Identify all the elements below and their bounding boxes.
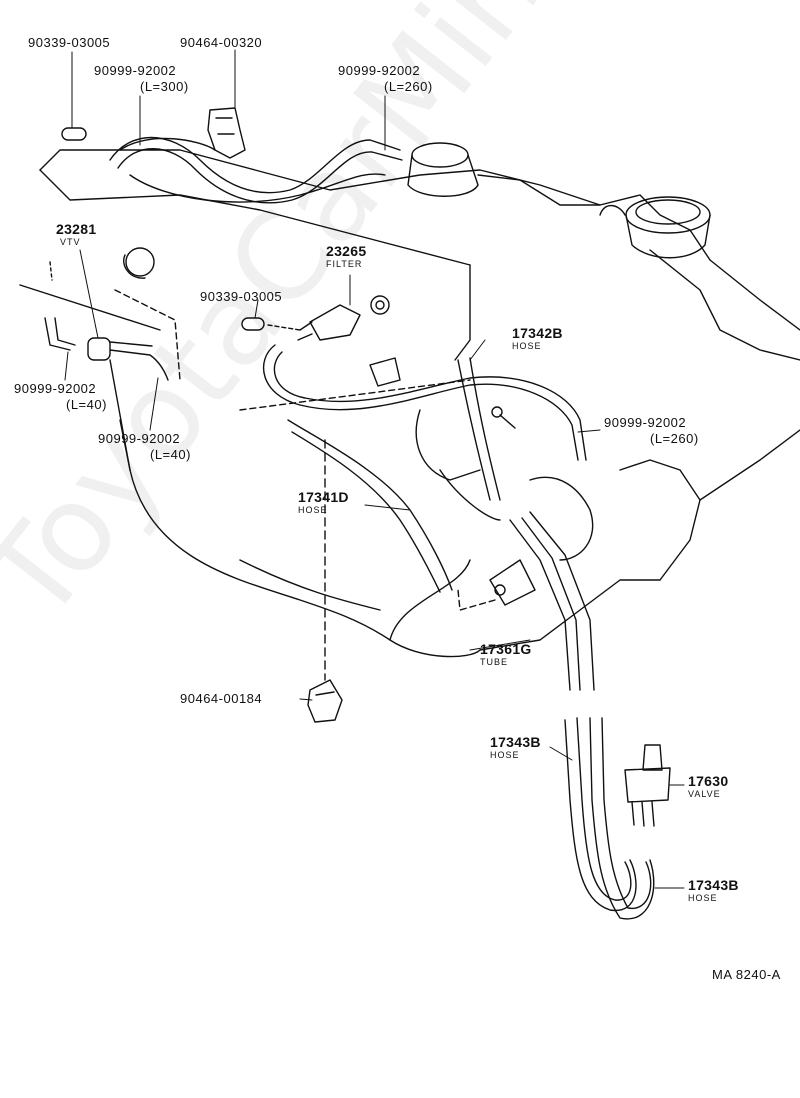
label-90999-92002-l300: 90999-92002 xyxy=(94,63,177,78)
label-17343b-lower-hose: HOSE xyxy=(688,893,718,903)
valve-17630 xyxy=(624,744,671,827)
label-vtv: VTV xyxy=(60,237,81,247)
filter-23265 xyxy=(241,295,401,387)
label-90464-00320: 90464-00320 xyxy=(180,35,263,50)
vtv-assembly xyxy=(19,247,181,381)
label-17630: 17630 xyxy=(688,773,729,789)
label-17343b-lower: 17343B xyxy=(688,877,739,893)
hose-17343b xyxy=(564,717,655,920)
vacuum-canister xyxy=(407,142,601,206)
label-17630-valve: VALVE xyxy=(688,789,721,799)
label-length-l260-top: (L=260) xyxy=(384,79,433,94)
label-length-l40-a: (L=40) xyxy=(66,397,107,412)
label-length-l300: (L=300) xyxy=(140,79,189,94)
label-17343b-upper-hose: HOSE xyxy=(490,750,520,760)
label-17342b-hose: HOSE xyxy=(512,341,542,351)
label-17341d: 17341D xyxy=(298,489,349,505)
label-90999-92002-l260-top: 90999-92002 xyxy=(338,63,421,78)
filler-cap xyxy=(599,196,711,259)
upper-hoses xyxy=(61,107,403,204)
label-23265: 23265 xyxy=(326,243,367,259)
label-filter: FILTER xyxy=(326,259,363,269)
label-17343b-upper: 17343B xyxy=(490,734,541,750)
label-90464-00184: 90464-00184 xyxy=(180,691,263,706)
label-23281: 23281 xyxy=(56,221,97,237)
label-17342b: 17342B xyxy=(512,325,563,341)
middle-hose xyxy=(239,344,587,461)
label-90339-03005-mid: 90339-03005 xyxy=(200,289,283,304)
label-length-l40-b: (L=40) xyxy=(150,447,191,462)
hose-17341d xyxy=(287,419,453,681)
label-90339-03005-top: 90339-03005 xyxy=(28,35,111,50)
label-length-l260-right: (L=260) xyxy=(650,431,699,446)
label-90999-92002-l260-right: 90999-92002 xyxy=(604,415,687,430)
hose-17342b xyxy=(457,357,501,501)
label-17361g: 17361G xyxy=(480,641,532,657)
clip-90464-00184 xyxy=(307,679,343,723)
engine-outline xyxy=(39,149,800,658)
leader-lines xyxy=(64,49,685,889)
tube-17361g xyxy=(457,511,595,691)
drawing-code: MA 8240-A xyxy=(712,967,781,982)
label-90999-92002-l40-a: 90999-92002 xyxy=(14,381,97,396)
label-17361g-tube: TUBE xyxy=(480,657,509,667)
label-17341d-hose: HOSE xyxy=(298,505,328,515)
label-90999-92002-l40-b: 90999-92002 xyxy=(98,431,181,446)
